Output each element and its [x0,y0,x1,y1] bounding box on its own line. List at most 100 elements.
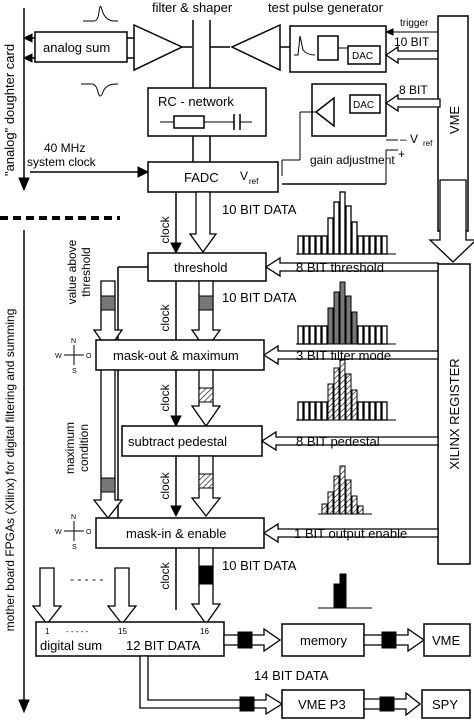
dac-box-top [347,45,381,65]
spy-label: SPY [432,697,458,712]
mother-board-label: mother board FPGAs (Xilinx) for digital … [3,309,17,632]
trigger-label: trigger [400,18,429,29]
compass-icon-1: N S W O [55,338,92,375]
sum-input-arrow-15 [106,567,138,626]
input-15-label: 15 [118,627,127,636]
shaper-triangle-right [230,23,281,72]
analog-card-label: "analog" doughter card [2,44,17,176]
vme-box [423,623,471,657]
input-16-label: 16 [200,627,209,636]
subtract-pedestal-label: subtract pedestal [128,434,227,449]
mask-in-enable-box [95,517,265,549]
digital-sum-box [35,621,225,657]
eight-bit-arrow [384,93,441,113]
value-above-threshold-label-2: threshold [79,247,93,296]
sum-input-arrow-1 [31,567,63,626]
mask-in-enable-label: mask-in & enable [126,526,226,541]
ten-bit-data-label-2: 10 BIT DATA [222,290,297,305]
fourteen-bit-data-label: 14 BIT DATA [254,668,329,683]
digital-sum-label: digital sum [40,638,102,653]
filter-mode-arrow [262,344,439,366]
compass-icon-2: N S W O [55,514,92,551]
clock-label-5: clock [158,561,172,589]
maximum-condition-label-1: maximum [63,422,77,474]
memory-box [281,623,365,657]
one-bit-output-enable-label: 1 BIT output enable [294,526,407,541]
twelve-bit-data-label: 12 BIT DATA [126,638,201,653]
analog-sum-label: analog sum [43,40,110,55]
sum-to-vme-p3-arrow [139,655,284,716]
svg-text:S: S [72,368,77,375]
positive-pulse-sketch [83,6,118,22]
resistor-symbol [173,115,205,129]
ten-bit-data-label-1: 10 BIT DATA [222,202,297,217]
clock-40mhz-label-2: system clock [27,155,97,169]
clock-label-2: clock [158,303,172,331]
eight-bit-label: 8 BIT [399,83,428,97]
dac-label-bottom: DAC [353,100,374,111]
vme-to-xilinx-arrow [428,179,474,263]
svg-text:N: N [71,514,76,521]
analog-card-section: filter & shaper test pulse generator tri… [0,0,474,263]
histogram-maximum [296,359,396,421]
test-pulse-generator-label: test pulse generator [268,0,384,15]
gain-amplifier-triangle [314,96,335,128]
clock-label-1: clock [158,215,172,243]
mask-out-maximum-label: mask-out & maximum [113,348,239,363]
minus-vref: – V [400,132,418,146]
histogram-pedestal [318,465,372,515]
output-enable-arrow [262,522,439,544]
filter-shaper-label: filter & shaper [152,0,233,15]
value-above-marker [100,295,116,311]
data-arrow-5 [190,547,222,626]
data-arrow-1 [188,191,218,254]
eight-bit-pedestal-label: 8 BIT pedestal [296,434,380,449]
svg-text:N: N [71,338,76,345]
three-bit-filter-mode-label: 3 BIT filter mode [296,348,391,363]
ten-bit-data-label-3: 10 BIT DATA [222,558,297,573]
svg-text:S: S [72,544,77,551]
svg-text:- - - - -: - - - - - [66,627,89,636]
svg-text:ref: ref [423,139,433,148]
svg-text:ref: ref [249,177,259,186]
vme-p3-box [281,689,365,719]
vme-p3-label: VME P3 [298,697,346,712]
gain-adjustment-label: gain adjustment [310,153,395,167]
clock-label-3: clock [158,383,172,411]
eight-bit-threshold-label: 8 BIT threshold [296,260,384,275]
rc-network-box [147,87,267,137]
input-1-label: 1 [45,627,50,636]
test-pulse-switch [317,35,339,61]
ten-bit-label: 10 BIT [394,35,430,49]
vme-side-label: VME [447,106,462,135]
threshold-box [147,252,267,282]
shaper-triangle-left [133,23,184,72]
histogram-output [318,573,372,609]
rc-network-label: RC - network [158,94,234,109]
pedestal-arrow [260,430,439,452]
threshold-label: threshold [174,260,227,275]
svg-text:O: O [86,353,92,360]
svg-text:O: O [86,529,92,536]
svg-text:W: W [55,353,62,360]
histogram-raw [296,191,396,255]
test-pulse-sketch [294,35,316,56]
fadc-label: FADC [184,170,219,185]
memory-label: memory [300,633,347,648]
histogram-thresholded [296,281,396,345]
fadc-box [147,161,279,193]
analog-sum-box [34,31,128,63]
value-above-threshold-label-1: value above [65,239,79,304]
sum-input-dashes: - - - - - [70,572,103,586]
xilinx-register [437,263,471,565]
clock-40mhz-label-1: 40 MHz [44,141,85,155]
negative-pulse-sketch [81,83,118,97]
svg-text:W: W [55,529,62,536]
clock-label-4: clock [158,471,172,499]
dac-box-bottom [349,94,381,114]
vref-label: V [240,169,248,183]
xilinx-register-label: XILINX REGISTER [447,358,462,469]
dac-label-top: DAC [352,51,373,62]
maximum-condition-label-2: condition [77,424,91,472]
